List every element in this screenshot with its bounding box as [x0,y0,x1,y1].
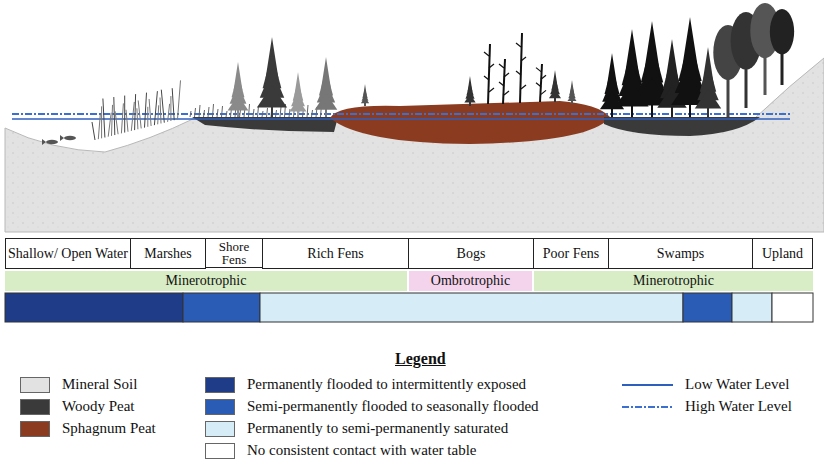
legend-text: High Water Level [685,398,792,415]
legend-text: Woody Peat [62,398,135,415]
legend-item: No consistent contact with water table [205,442,477,459]
legend-heading: Legend [395,350,446,368]
legend-text: Permanently flooded to intermittently ex… [247,376,526,393]
water-regime-bar [5,293,813,322]
zone-cell: Swamps [608,238,753,269]
zone-label: Upland [762,247,803,261]
fish [42,135,76,145]
nutrient-band: Minerotrophic [5,271,407,291]
mineral-soil [5,58,824,232]
high-water-line [12,113,790,115]
legend-text: Low Water Level [685,376,789,393]
legend-swatch [205,377,235,393]
zone-label: Ombrotrophic [431,274,510,288]
zone-label: Minerotrophic [633,274,714,288]
legend-text: Sphagnum Peat [62,420,156,437]
legend-swatch [20,377,50,393]
low-water-line [12,118,790,120]
sphagnum-peat [330,101,610,144]
legend-item: Low Water Level [620,376,789,393]
legend-swatch [20,421,50,437]
legend-item: Permanently to semi-permanently saturate… [205,420,508,437]
zone-label: Shallow/ Open Water [8,247,128,261]
zone-label: Swamps [657,247,704,261]
zone-cell: Poor Fens [533,238,609,269]
zone-cell: Upland [752,238,813,269]
zone-label: Rich Fens [307,247,363,261]
nutrient-band: Ombrotrophic [409,271,532,291]
legend-item: Sphagnum Peat [20,420,156,437]
legend-swatch [20,399,50,415]
line-sample [620,377,675,393]
woody-peat [604,117,760,136]
zone-cell: Shore Fens [205,238,263,268]
zone-label: Shore Fens [206,240,262,266]
legend-item: Woody Peat [20,398,135,415]
legend-swatch [205,443,235,459]
nutrient-band: Minerotrophic [534,271,813,291]
legend-text: Semi-permanently flooded to seasonally f… [247,398,539,415]
legend-text: No consistent contact with water table [247,442,477,459]
legend-swatch [205,399,235,415]
legend-text: Mineral Soil [62,376,137,393]
zone-cell: Marshes [130,238,206,269]
vegetation [92,3,794,140]
zone-label: Poor Fens [543,247,599,261]
zone-label: Minerotrophic [166,274,247,288]
zone-label: Bogs [457,247,486,261]
zone-label: Marshes [144,247,191,261]
zone-cell: Shallow/ Open Water [5,238,131,269]
legend-text: Permanently to semi-permanently saturate… [247,420,508,437]
legend-item: High Water Level [620,398,792,415]
legend-item: Permanently flooded to intermittently ex… [205,376,526,393]
legend-swatch [205,421,235,437]
legend-item: Mineral Soil [20,376,137,393]
zone-cell: Bogs [408,238,534,269]
legend-item: Semi-permanently flooded to seasonally f… [205,398,539,415]
line-sample [620,399,675,415]
zone-cell: Rich Fens [262,238,409,269]
